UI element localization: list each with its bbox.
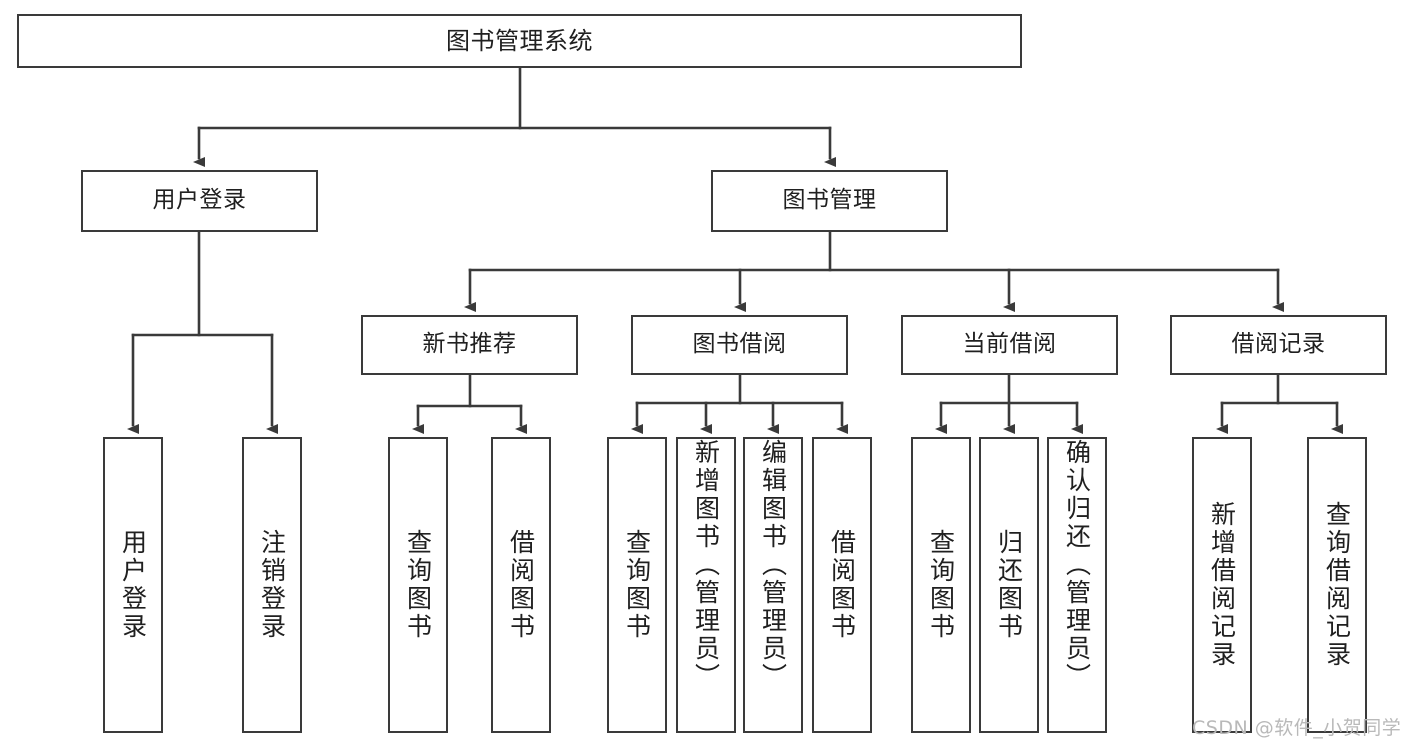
node-leaf-query-book-3[interactable]: 查询图书 bbox=[911, 437, 971, 733]
node-root-label: 图书管理系统 bbox=[446, 26, 593, 55]
node-leaf-confirm-return-label: 确认归还（管理员） bbox=[1062, 439, 1092, 691]
node-current-borrow-label: 当前借阅 bbox=[962, 331, 1057, 358]
node-leaf-user-logout-label: 注销登录 bbox=[257, 529, 287, 641]
node-leaf-query-book-1-label: 查询图书 bbox=[403, 529, 433, 641]
node-leaf-return-book-label: 归还图书 bbox=[994, 529, 1024, 641]
node-leaf-user-login-label: 用户登录 bbox=[118, 529, 148, 641]
node-leaf-user-logout[interactable]: 注销登录 bbox=[242, 437, 302, 733]
node-book-manage[interactable]: 图书管理 bbox=[711, 170, 948, 232]
node-leaf-user-login[interactable]: 用户登录 bbox=[103, 437, 163, 733]
node-borrow-record-label: 借阅记录 bbox=[1231, 331, 1326, 358]
node-user-login-label: 用户登录 bbox=[152, 187, 247, 214]
node-leaf-query-book-2[interactable]: 查询图书 bbox=[607, 437, 667, 733]
node-book-borrow-label: 图书借阅 bbox=[692, 331, 787, 358]
node-leaf-return-book[interactable]: 归还图书 bbox=[979, 437, 1039, 733]
csdn-watermark: CSDN @软件_小贺同学 bbox=[1192, 717, 1402, 739]
node-leaf-add-book[interactable]: 新增图书（管理员） bbox=[676, 437, 736, 733]
node-leaf-borrow-book-2-label: 借阅图书 bbox=[827, 529, 857, 641]
node-leaf-add-book-label: 新增图书（管理员） bbox=[691, 439, 721, 691]
node-root[interactable]: 图书管理系统 bbox=[17, 14, 1022, 68]
node-book-borrow[interactable]: 图书借阅 bbox=[631, 315, 848, 375]
node-leaf-edit-book[interactable]: 编辑图书（管理员） bbox=[743, 437, 803, 733]
node-leaf-add-record-label: 新增借阅记录 bbox=[1207, 501, 1237, 669]
node-leaf-borrow-book-1[interactable]: 借阅图书 bbox=[491, 437, 551, 733]
node-leaf-query-record[interactable]: 查询借阅记录 bbox=[1307, 437, 1367, 733]
node-borrow-record[interactable]: 借阅记录 bbox=[1170, 315, 1387, 375]
node-leaf-confirm-return[interactable]: 确认归还（管理员） bbox=[1047, 437, 1107, 733]
node-new-book-rec[interactable]: 新书推荐 bbox=[361, 315, 578, 375]
node-leaf-query-book-2-label: 查询图书 bbox=[622, 529, 652, 641]
node-leaf-query-book-3-label: 查询图书 bbox=[926, 529, 956, 641]
node-current-borrow[interactable]: 当前借阅 bbox=[901, 315, 1118, 375]
node-leaf-edit-book-label: 编辑图书（管理员） bbox=[758, 439, 788, 691]
node-leaf-add-record[interactable]: 新增借阅记录 bbox=[1192, 437, 1252, 733]
node-leaf-query-record-label: 查询借阅记录 bbox=[1322, 501, 1352, 669]
node-user-login[interactable]: 用户登录 bbox=[81, 170, 318, 232]
node-leaf-borrow-book-1-label: 借阅图书 bbox=[506, 529, 536, 641]
node-leaf-borrow-book-2[interactable]: 借阅图书 bbox=[812, 437, 872, 733]
node-book-manage-label: 图书管理 bbox=[782, 187, 877, 214]
node-new-book-rec-label: 新书推荐 bbox=[422, 331, 517, 358]
node-leaf-query-book-1[interactable]: 查询图书 bbox=[388, 437, 448, 733]
